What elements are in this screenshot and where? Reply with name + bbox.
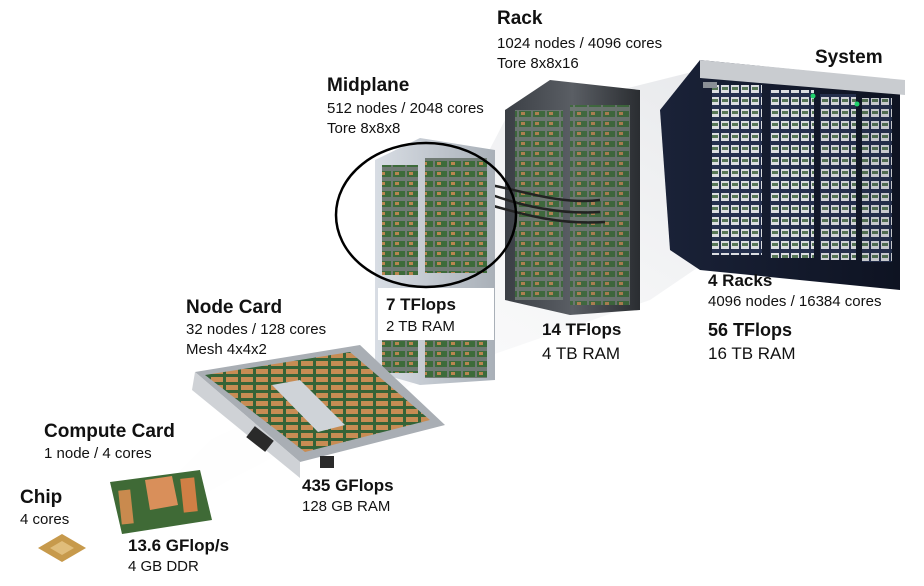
compute-card-memory: 4 GB DDR [128,558,199,575]
system-memory: 16 TB RAM [708,344,796,363]
midplane-topology: Tore 8x8x8 [327,120,401,137]
rack-image [489,80,640,315]
chip-cores: 4 cores [20,511,70,528]
system-title: System [815,47,883,68]
midplane-nodes: 512 nodes / 2048 cores [327,100,484,117]
node-card-memory: 128 GB RAM [302,498,391,515]
midplane-title: Midplane [327,75,410,96]
node-card-performance: 435 GFlops [302,476,394,495]
node-card-nodes: 32 nodes / 128 cores [186,321,327,338]
rack-performance: 14 TFlops [542,320,622,339]
node-card-topology: Mesh 4x4x2 [186,341,267,358]
chip-title: Chip [20,487,63,508]
system-image [660,60,905,290]
system-performance: 56 TFlops [708,320,793,340]
midplane-highlight-circle [334,141,518,289]
system-racks-title: 4 Racks [708,271,773,290]
node-card-image [192,345,445,478]
midplane-image [375,138,495,385]
system-nodes: 4096 nodes / 16384 cores [708,293,882,310]
rack-memory: 4 TB RAM [542,344,621,363]
compute-card-performance: 13.6 GFlop/s [128,536,230,555]
midplane-memory: 2 TB RAM [386,318,455,335]
rack-topology: Tore 8x8x16 [497,55,579,72]
compute-card-nodes: 1 node / 4 cores [44,445,152,462]
rack-nodes: 1024 nodes / 4096 cores [497,35,663,52]
compute-card-image [110,470,212,534]
node-card-title: Node Card [186,297,283,318]
compute-card-title: Compute Card [44,421,175,442]
rack-title: Rack [497,8,543,29]
midplane-performance: 7 TFlops [386,295,456,314]
chip-image [38,534,86,562]
